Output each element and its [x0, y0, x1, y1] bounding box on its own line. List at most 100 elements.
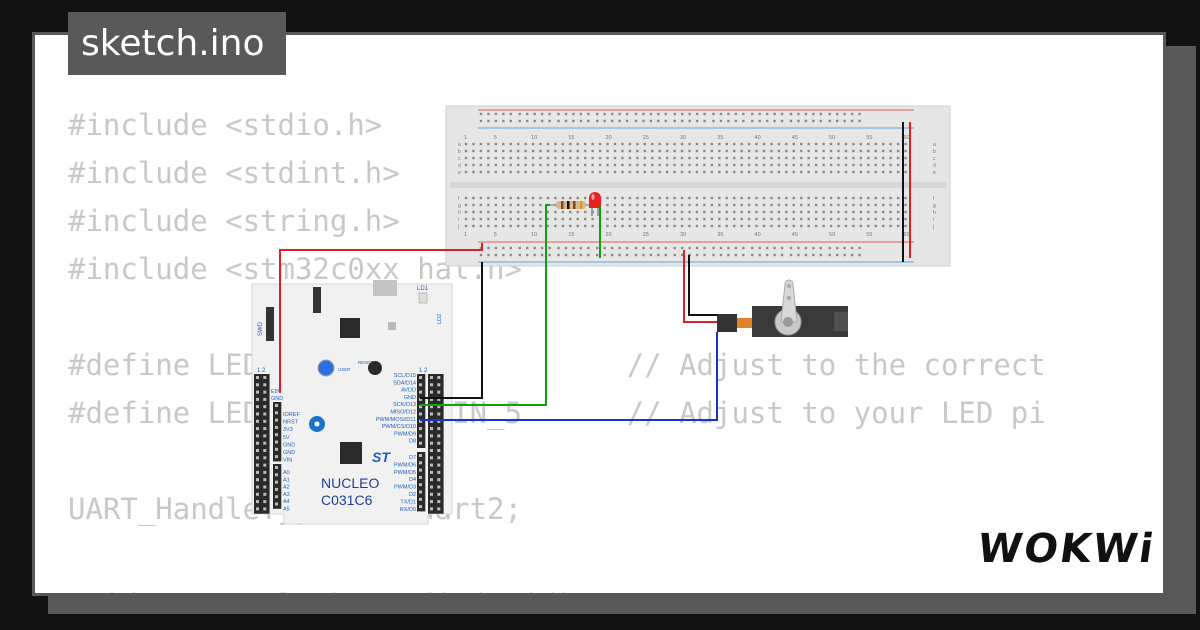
- header-pin: [437, 485, 441, 489]
- header-pin: [263, 390, 267, 394]
- bb-rail-hole: [664, 112, 667, 116]
- bb-hole: [904, 156, 907, 160]
- bb-rail-hole: [681, 119, 684, 123]
- bb-hole: [494, 203, 497, 207]
- bb-hole: [606, 156, 609, 160]
- bb-hole: [539, 170, 542, 174]
- pin-label: GND: [283, 450, 295, 456]
- bb-column-number: 20: [606, 135, 612, 141]
- bb-hole: [747, 156, 751, 160]
- servo-motor[interactable]: [717, 279, 848, 337]
- header-pin: [256, 397, 259, 401]
- bb-hole: [606, 163, 609, 167]
- reset-button[interactable]: [368, 361, 382, 375]
- bb-hole: [785, 203, 788, 207]
- bb-hole: [554, 149, 557, 153]
- wires[interactable]: [279, 122, 911, 421]
- bb-hole: [882, 203, 885, 207]
- bb-hole: [487, 196, 490, 200]
- bb-row-letter: j: [457, 224, 459, 230]
- bb-rail-hole: [843, 246, 846, 250]
- header-pin: [275, 411, 278, 415]
- bb-hole: [569, 196, 572, 200]
- bb-hole: [591, 170, 594, 174]
- header-pin: [263, 434, 267, 438]
- bb-hole: [613, 156, 617, 160]
- header-pin: [256, 470, 259, 474]
- bb-hole: [844, 210, 848, 214]
- bb-rail-hole: [742, 119, 745, 123]
- bb-column-number: 35: [717, 232, 723, 238]
- bb-column-number: 45: [792, 135, 798, 141]
- bb-hole: [718, 170, 721, 174]
- bb-hole: [613, 149, 617, 153]
- bb-hole: [546, 149, 550, 153]
- bb-hole: [524, 196, 527, 200]
- bb-hole: [829, 170, 833, 174]
- bb-hole: [792, 210, 795, 214]
- header-pin: [275, 418, 278, 422]
- bb-hole: [814, 142, 818, 146]
- bb-hole: [628, 149, 632, 153]
- user-button[interactable]: [317, 359, 335, 377]
- bb-hole: [673, 149, 676, 153]
- bb-hole: [487, 163, 490, 167]
- header-pin: [419, 390, 422, 394]
- bb-hole: [688, 142, 691, 146]
- bb-hole: [792, 217, 795, 221]
- pin-label: A1: [283, 477, 290, 483]
- header-pin: [256, 500, 259, 504]
- header-pin: [275, 440, 278, 444]
- header-pin: [437, 383, 441, 387]
- header-pin: [430, 478, 433, 482]
- bb-hole: [800, 142, 803, 146]
- bb-hole: [658, 217, 661, 221]
- bb-hole: [718, 156, 721, 160]
- bb-hole: [814, 203, 818, 207]
- bb-hole: [733, 142, 736, 146]
- bb-row-letter: b: [458, 149, 461, 155]
- bb-hole: [516, 170, 520, 174]
- bb-hole: [464, 217, 468, 221]
- bb-hole: [591, 142, 594, 146]
- wire-red-servo[interactable]: [683, 250, 717, 323]
- bb-rail-hole: [734, 246, 738, 250]
- file-title-tab[interactable]: sketch.ino: [68, 12, 286, 75]
- bb-rail-hole: [642, 112, 645, 116]
- bb-hole: [531, 196, 535, 200]
- led[interactable]: [589, 192, 601, 216]
- bb-hole: [487, 224, 490, 228]
- bb-hole: [852, 217, 855, 221]
- wire-green-led[interactable]: [420, 204, 550, 406]
- wire-black-servo[interactable]: [688, 255, 717, 316]
- header-pin: [419, 468, 422, 472]
- header-pin: [263, 405, 267, 409]
- header-pin: [419, 497, 422, 501]
- bb-hole: [673, 142, 676, 146]
- bb-hole: [747, 142, 751, 146]
- wire-blue-signal[interactable]: [420, 332, 718, 421]
- bb-rail-hole: [557, 253, 560, 257]
- bb-column-number: 1: [464, 135, 467, 141]
- bb-rail-hole: [564, 253, 568, 257]
- wire-black-ground[interactable]: [420, 262, 483, 399]
- pin-label: 3V3: [283, 427, 293, 433]
- bb-rail-hole: [540, 119, 544, 123]
- bb-hole: [874, 217, 877, 221]
- wire-red-power[interactable]: [279, 243, 483, 393]
- header-pin: [275, 404, 278, 407]
- bb-hole: [613, 203, 617, 207]
- header-pin: [419, 376, 422, 379]
- bb-hole: [882, 196, 885, 200]
- bb-hole: [859, 142, 863, 146]
- bb-hole: [785, 210, 788, 214]
- bb-hole: [613, 196, 617, 200]
- bb-hole: [494, 217, 497, 221]
- bb-hole: [896, 210, 900, 214]
- bb-rail-hole: [789, 246, 793, 250]
- bb-hole: [546, 210, 550, 214]
- bb-hole: [539, 217, 542, 221]
- nucleo-board[interactable]: LD1 LD2 SWD USER RESET ST NUCLEO C031C6 …: [251, 280, 453, 525]
- bb-rail-hole: [850, 253, 854, 257]
